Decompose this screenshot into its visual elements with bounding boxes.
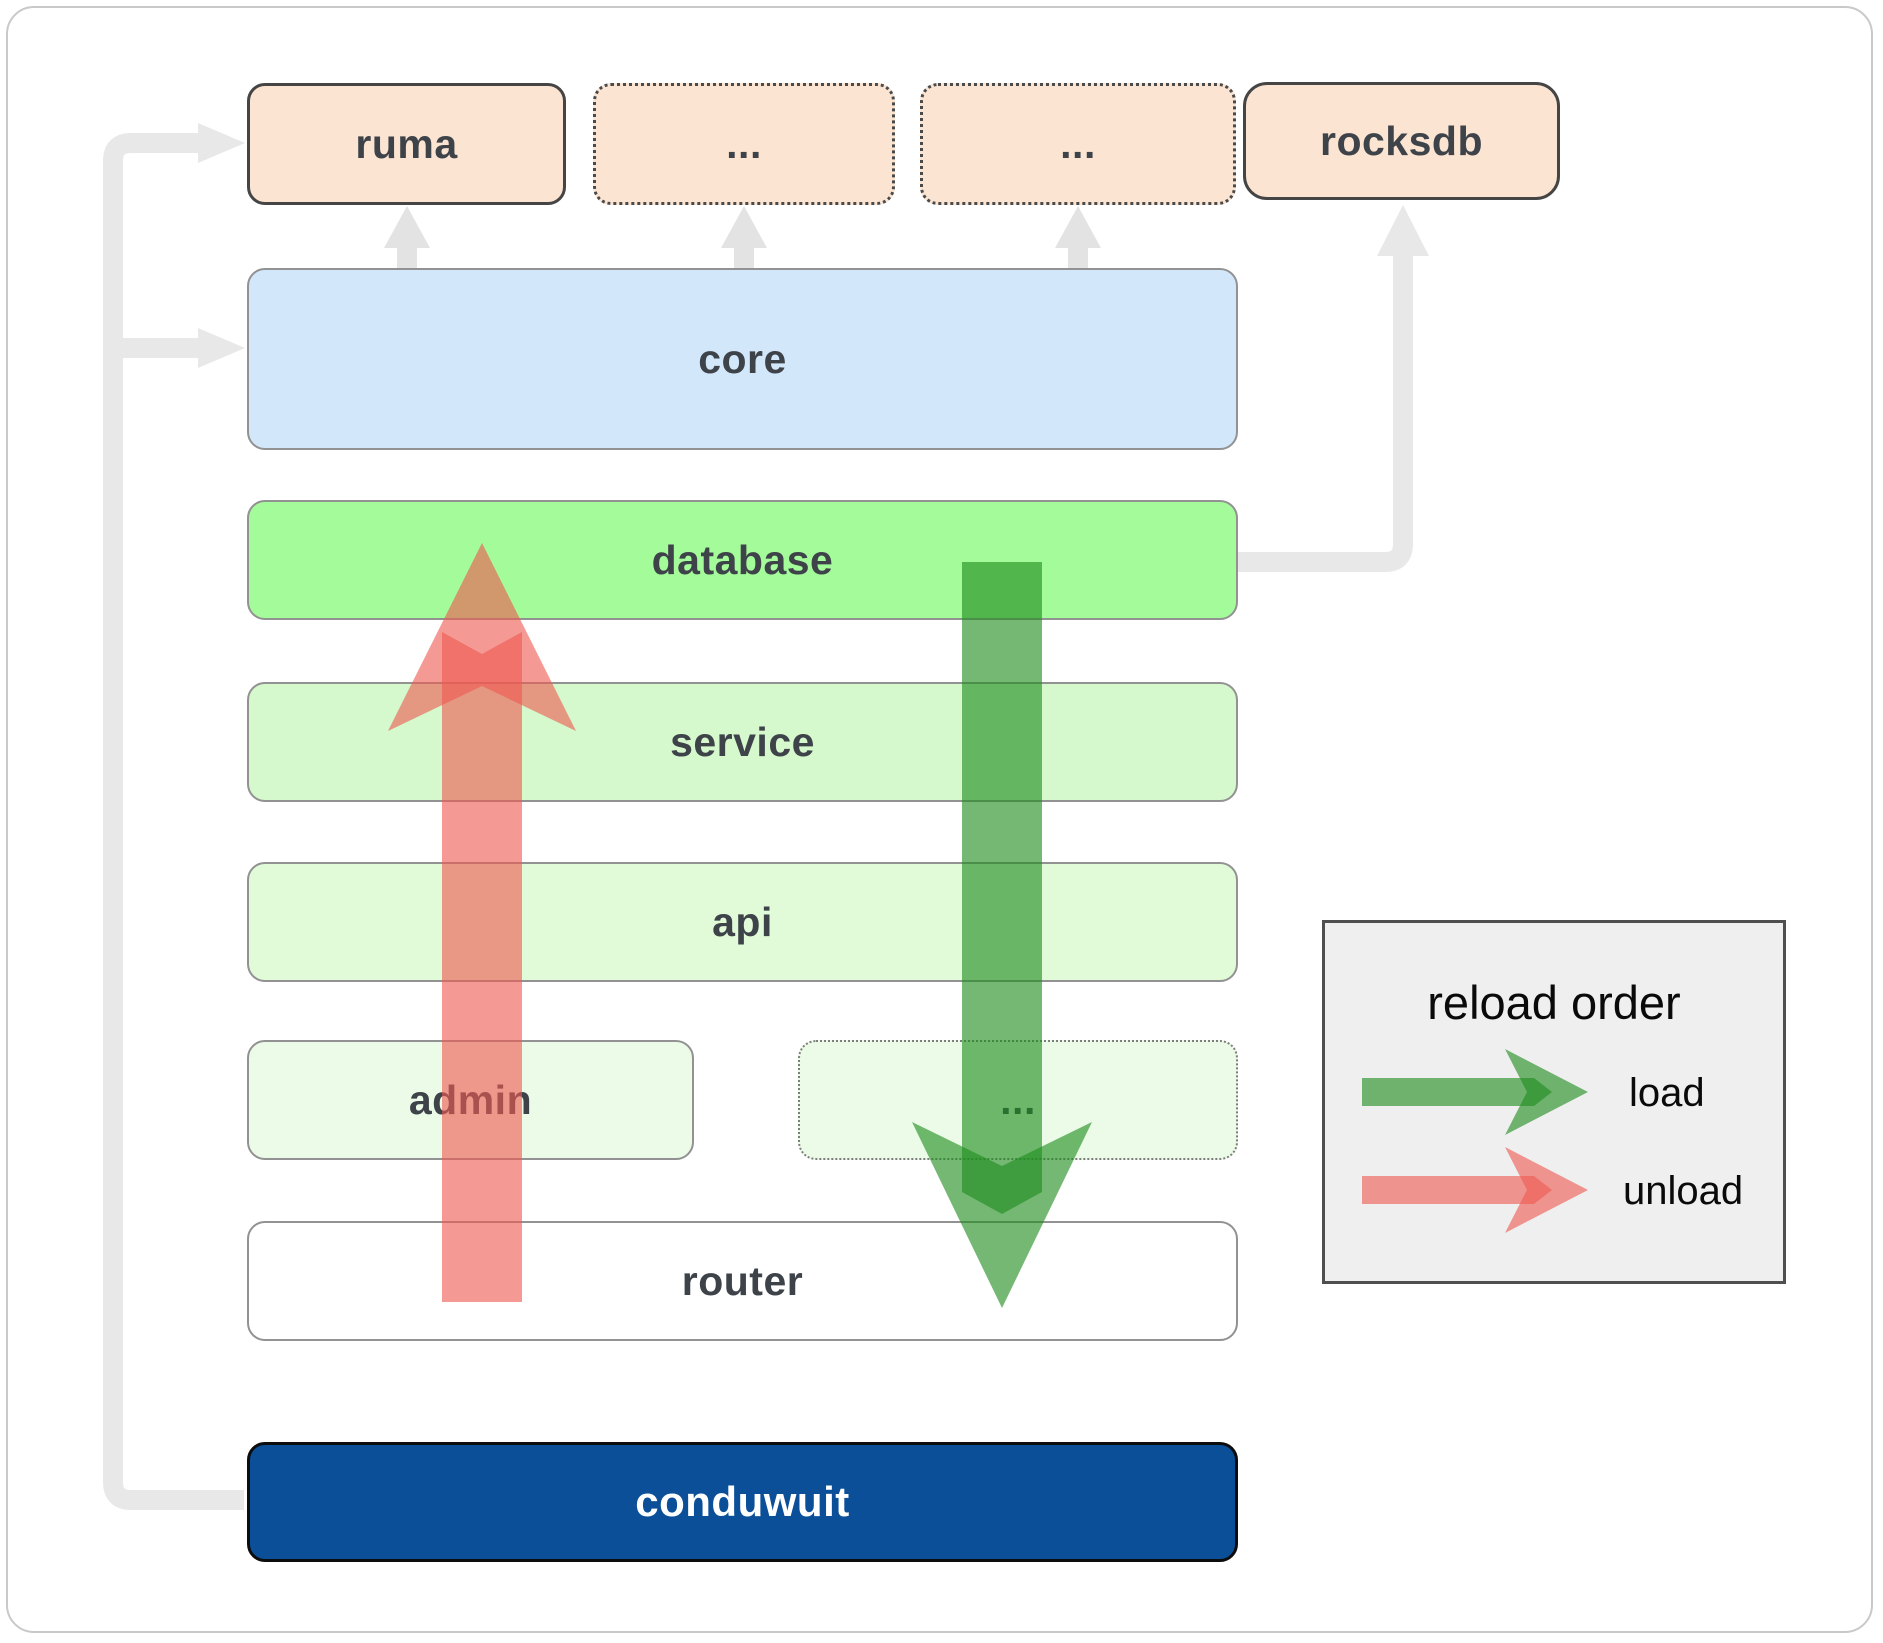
legend-load-label: load <box>1629 1071 1705 1115</box>
box-rocksdb: rocksdb <box>1243 82 1560 200</box>
box-ellipsis-1: ... <box>593 83 895 205</box>
box-database: database <box>247 500 1238 620</box>
box-ruma: ruma <box>247 83 566 205</box>
box-ellipsis-2-label: ... <box>1060 120 1096 167</box>
box-service-label: service <box>670 718 815 765</box>
outer-frame <box>6 6 1873 1633</box>
box-core-label: core <box>698 335 787 382</box>
box-ellipsis-2: ... <box>920 83 1236 205</box>
box-ellipsis-3-label: ... <box>1000 1076 1036 1123</box>
box-router-label: router <box>681 1257 804 1304</box>
box-admin-label: admin <box>408 1076 533 1123</box>
box-ellipsis-1-label: ... <box>726 120 762 167</box>
legend-unload-label: unload <box>1623 1169 1744 1213</box>
box-ruma-label: ruma <box>355 120 458 167</box>
box-core: core <box>247 268 1238 450</box>
legend-reload-order: reload order load unload <box>1322 920 1786 1284</box>
box-service: service <box>247 682 1238 802</box>
box-api-label: api <box>712 898 773 945</box>
box-api: api <box>247 862 1238 982</box>
box-conduwuit-label: conduwuit <box>635 1478 850 1525</box>
box-database-label: database <box>651 536 834 583</box>
box-conduwuit: conduwuit <box>247 1442 1238 1562</box>
box-admin: admin <box>247 1040 694 1160</box>
box-router: router <box>247 1221 1238 1341</box>
box-rocksdb-label: rocksdb <box>1320 117 1483 164</box>
legend-title: reload order <box>1427 976 1681 1029</box>
box-ellipsis-3: ... <box>798 1040 1238 1160</box>
